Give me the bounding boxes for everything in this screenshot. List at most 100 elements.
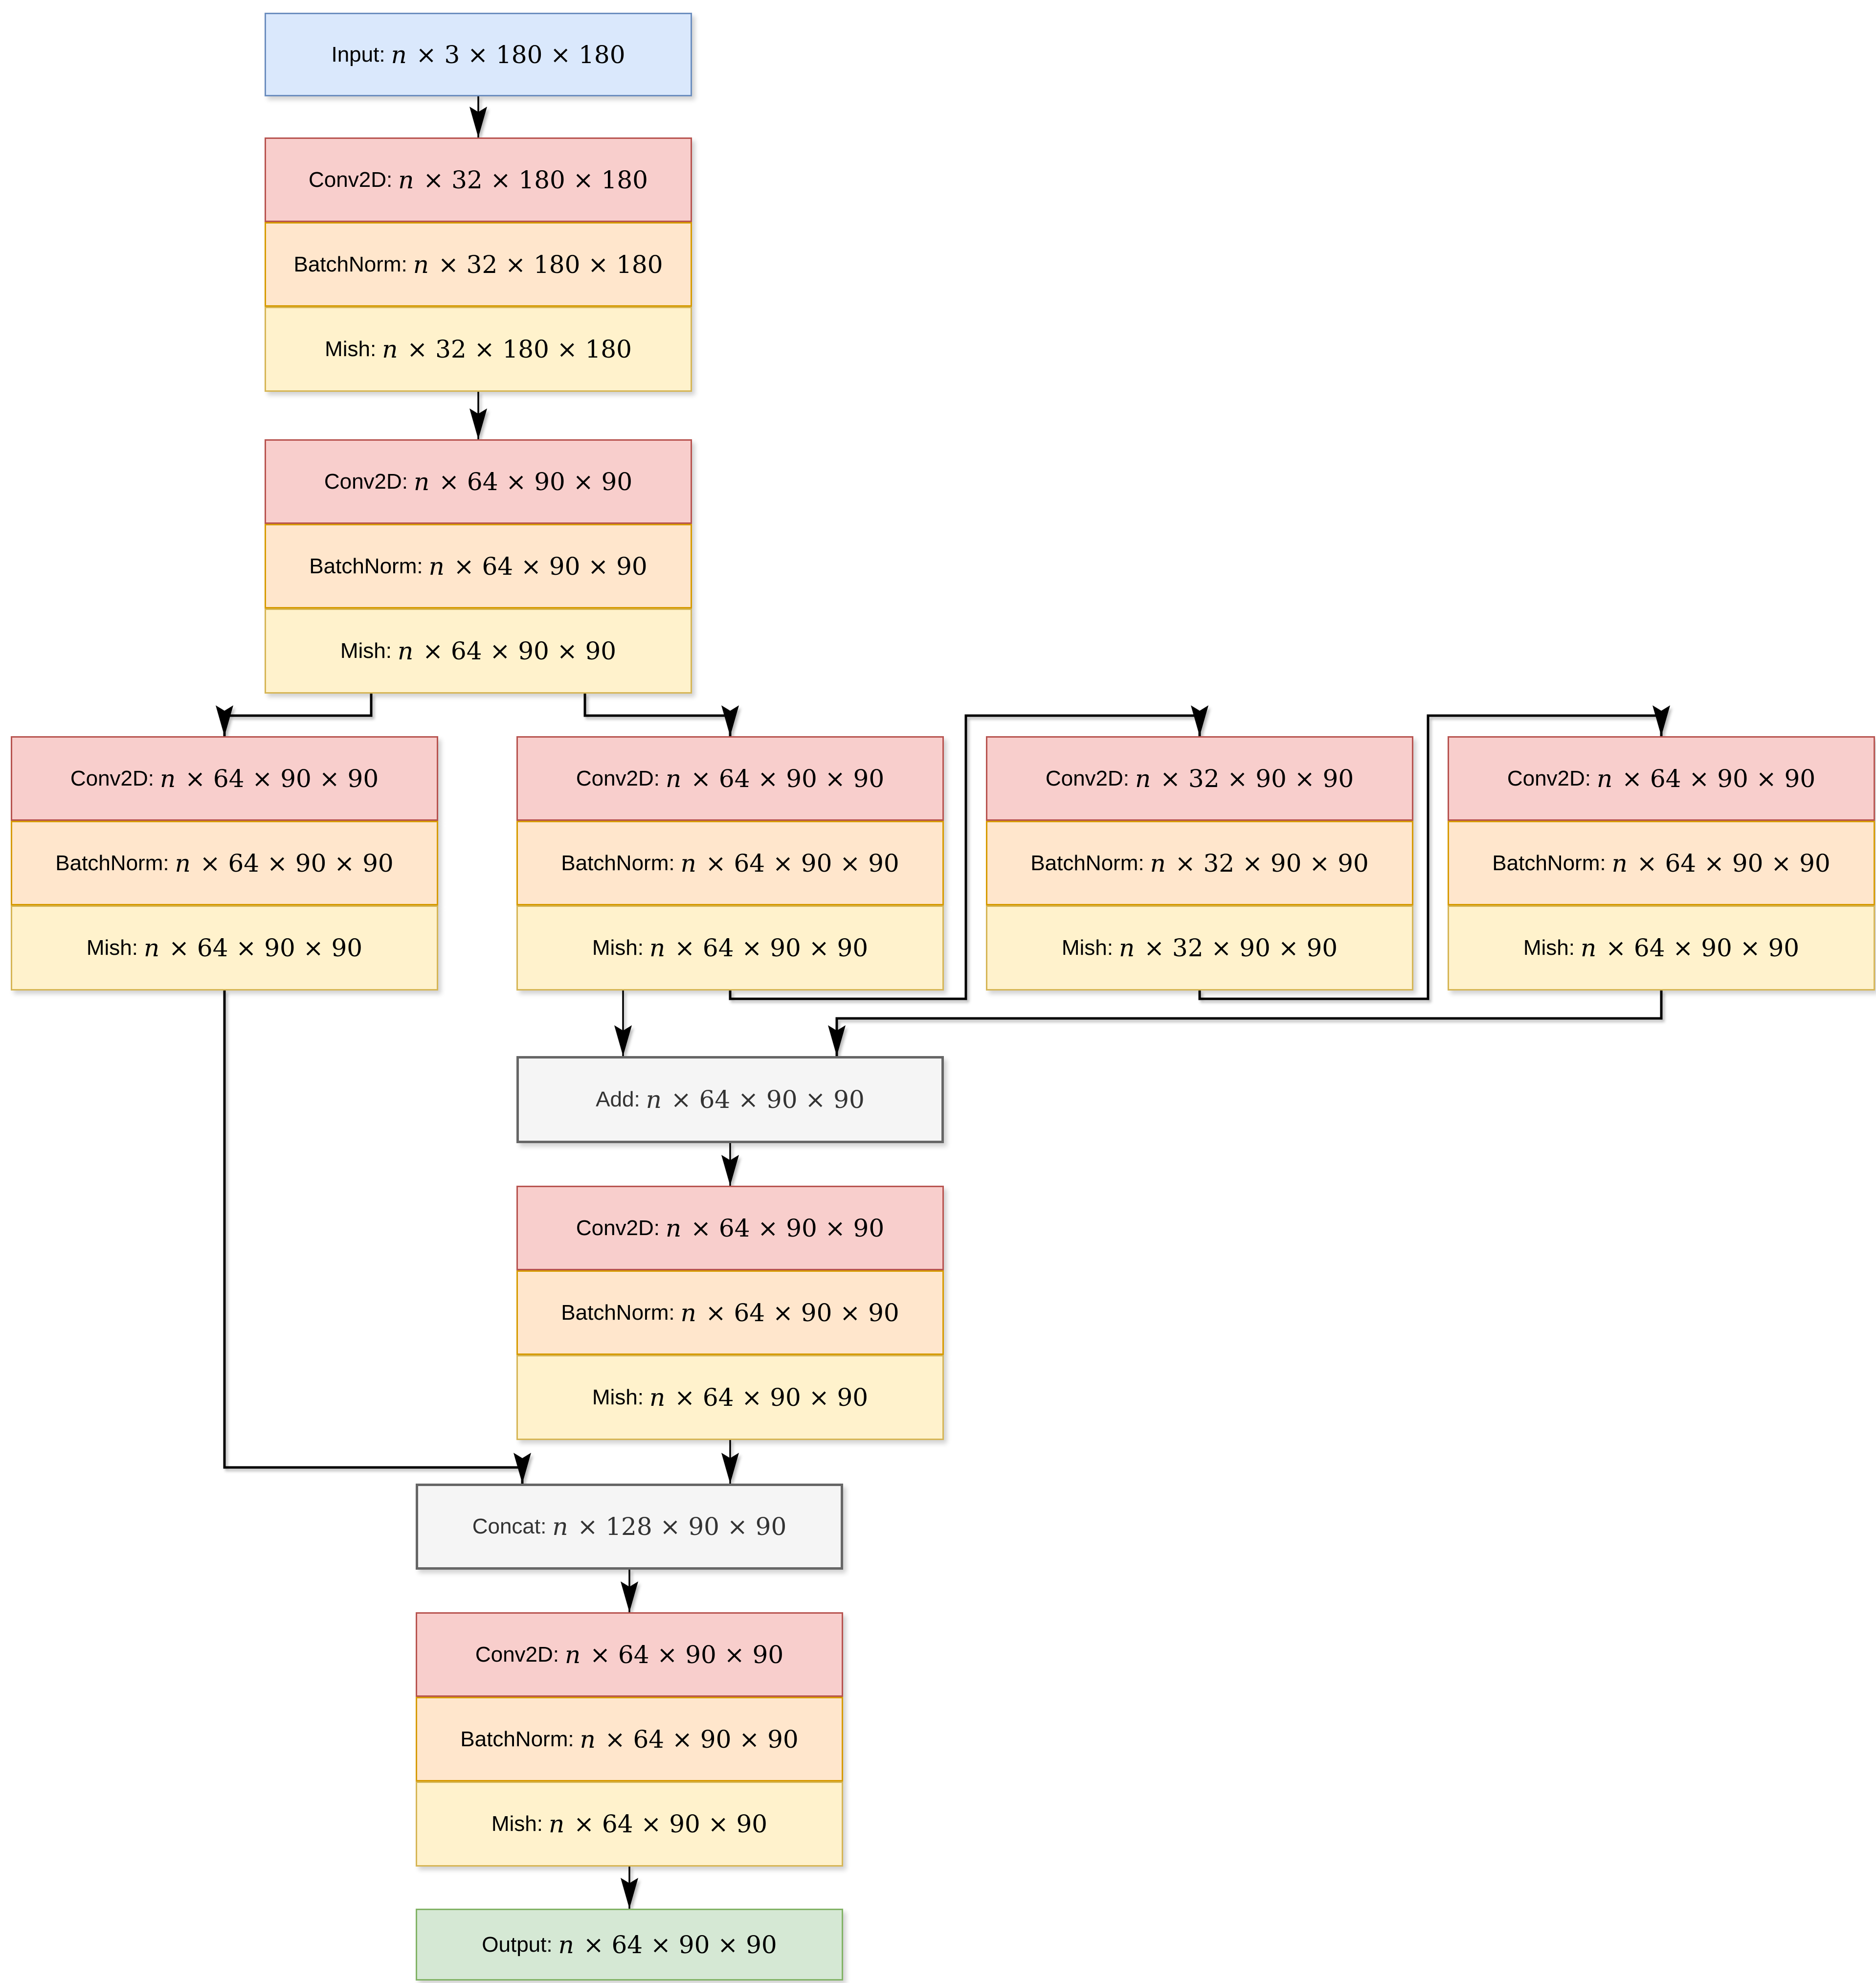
s4-conv2d-box-shape: × 64 × 90 × 90 [582, 1640, 784, 1669]
branch2-mish-box-batch-var: n [649, 934, 666, 962]
s1-conv2d-box-batch-var: n [398, 165, 414, 194]
edge-s2-branch2 [583, 694, 739, 736]
s4-conv2d-box: Conv2D:n × 64 × 90 × 90 [416, 1612, 843, 1697]
branch2-conv2d-box-batch-var: n [666, 764, 682, 793]
branch1-conv2d-box-label: Conv2D: [70, 766, 155, 790]
s4-batchnorm-box-batch-var: n [580, 1725, 596, 1754]
s3-mish-box-label: Mish: [592, 1385, 644, 1409]
s3-conv2d-box-shape: × 64 × 90 × 90 [683, 1214, 885, 1242]
s2-batchnorm-box-shape: × 64 × 90 × 90 [446, 552, 648, 581]
s1-mish-box-dims: n × 32 × 180 × 180 [382, 335, 632, 363]
branch1-conv2d-box-shape: × 64 × 90 × 90 [177, 764, 379, 793]
s3-conv2d-box-batch-var: n [666, 1214, 682, 1242]
s3-conv2d-box-dims: n × 64 × 90 × 90 [666, 1214, 884, 1242]
branch3-mish-box-label: Mish: [1061, 936, 1113, 960]
s2-mish-box: Mish:n × 64 × 90 × 90 [265, 608, 692, 694]
s1-mish-box-batch-var: n [382, 335, 398, 363]
s3-batchnorm-box-dims: n × 64 × 90 × 90 [681, 1299, 899, 1327]
input-box-label: Input: [331, 42, 385, 67]
s2-conv2d-box-label: Conv2D: [324, 469, 408, 494]
branch3-batchnorm-box-batch-var: n [1150, 849, 1166, 878]
branch1-mish-box: Mish:n × 64 × 90 × 90 [11, 905, 438, 991]
s1-batchnorm-box-dims: n × 32 × 180 × 180 [413, 250, 663, 279]
branch1-batchnorm-box-dims: n × 64 × 90 × 90 [175, 849, 394, 878]
input-box: Input:n × 3 × 180 × 180 [265, 13, 692, 96]
s1-batchnorm-box-batch-var: n [413, 250, 429, 279]
s2-batchnorm-box-batch-var: n [428, 552, 445, 581]
s1-mish-box-label: Mish: [325, 337, 377, 361]
s2-conv2d-box: Conv2D:n × 64 × 90 × 90 [265, 439, 692, 524]
branch2-batchnorm-box-label: BatchNorm: [561, 851, 675, 875]
s4-mish-box-batch-var: n [549, 1810, 565, 1838]
s4-batchnorm-box-label: BatchNorm: [460, 1727, 574, 1751]
branch3-batchnorm-box-dims: n × 32 × 90 × 90 [1150, 849, 1369, 878]
s4-batchnorm-box: BatchNorm:n × 64 × 90 × 90 [416, 1697, 843, 1781]
concat-box: Concat:n × 128 × 90 × 90 [416, 1484, 843, 1570]
branch4-conv2d-box-dims: n × 64 × 90 × 90 [1597, 765, 1815, 793]
s4-mish-box-label: Mish: [491, 1812, 543, 1836]
edge-branch1-concat [223, 991, 531, 1484]
s2-batchnorm-box: BatchNorm:n × 64 × 90 × 90 [265, 524, 692, 608]
branch4-batchnorm-box-dims: n × 64 × 90 × 90 [1612, 849, 1831, 878]
branch2-conv2d-box: Conv2D:n × 64 × 90 × 90 [516, 736, 944, 821]
s3-batchnorm-box-shape: × 64 × 90 × 90 [697, 1298, 899, 1327]
s1-conv2d-box: Conv2D:n × 32 × 180 × 180 [265, 137, 692, 222]
output-box-label: Output: [482, 1932, 553, 1957]
branch3-conv2d-box-dims: n × 32 × 90 × 90 [1135, 765, 1354, 793]
s4-conv2d-box-batch-var: n [565, 1640, 581, 1669]
add-box-shape: × 64 × 90 × 90 [663, 1085, 865, 1114]
s4-mish-box-dims: n × 64 × 90 × 90 [549, 1810, 767, 1838]
s4-batchnorm-box-dims: n × 64 × 90 × 90 [580, 1725, 799, 1754]
branch1-batchnorm-box-shape: × 64 × 90 × 90 [192, 849, 394, 878]
branch4-mish-box-label: Mish: [1523, 936, 1575, 960]
s1-mish-box: Mish:n × 32 × 180 × 180 [265, 307, 692, 392]
branch1-batchnorm-box-label: BatchNorm: [55, 851, 169, 875]
s1-batchnorm-box-label: BatchNorm: [293, 252, 407, 276]
branch4-mish-box-batch-var: n [1581, 934, 1597, 962]
branch2-batchnorm-box: BatchNorm:n × 64 × 90 × 90 [516, 821, 944, 905]
s2-conv2d-box-shape: × 64 × 90 × 90 [431, 467, 633, 496]
branch3-mish-box: Mish:n × 32 × 90 × 90 [986, 905, 1413, 991]
s1-conv2d-box-dims: n × 32 × 180 × 180 [398, 166, 648, 194]
s2-mish-box-shape: × 64 × 90 × 90 [415, 637, 617, 665]
branch4-batchnorm-box-label: BatchNorm: [1492, 851, 1606, 875]
s4-mish-box: Mish:n × 64 × 90 × 90 [416, 1781, 843, 1867]
branch4-conv2d-box: Conv2D:n × 64 × 90 × 90 [1448, 736, 1875, 821]
s2-batchnorm-box-dims: n × 64 × 90 × 90 [429, 552, 648, 581]
branch3-conv2d-box-label: Conv2D: [1045, 766, 1130, 790]
branch3-mish-box-dims: n × 32 × 90 × 90 [1119, 934, 1338, 962]
branch4-batchnorm-box-batch-var: n [1611, 849, 1628, 878]
branch4-batchnorm-box: BatchNorm:n × 64 × 90 × 90 [1448, 821, 1875, 905]
branch2-conv2d-box-shape: × 64 × 90 × 90 [683, 764, 885, 793]
output-box-shape: × 64 × 90 × 90 [575, 1930, 777, 1959]
s1-batchnorm-box: BatchNorm:n × 32 × 180 × 180 [265, 222, 692, 307]
s2-mish-box-dims: n × 64 × 90 × 90 [398, 637, 616, 665]
branch4-mish-box-shape: × 64 × 90 × 90 [1598, 934, 1800, 962]
edge-s2-branch1 [216, 694, 373, 736]
branch3-conv2d-box-shape: × 32 × 90 × 90 [1152, 764, 1354, 793]
branch1-mish-box-batch-var: n [144, 934, 160, 962]
branch1-mish-box-dims: n × 64 × 90 × 90 [144, 934, 362, 962]
s1-conv2d-box-label: Conv2D: [309, 167, 393, 192]
branch3-batchnorm-box-shape: × 32 × 90 × 90 [1167, 849, 1369, 878]
branch1-conv2d-box-batch-var: n [160, 764, 176, 793]
branch3-conv2d-box-batch-var: n [1135, 764, 1151, 793]
concat-box-label: Concat: [472, 1514, 547, 1538]
add-box: Add:n × 64 × 90 × 90 [516, 1056, 944, 1143]
s2-batchnorm-box-label: BatchNorm: [309, 554, 423, 578]
input-box-dims: n × 3 × 180 × 180 [391, 41, 625, 69]
branch3-mish-box-shape: × 32 × 90 × 90 [1136, 934, 1338, 962]
branch2-mish-box: Mish:n × 64 × 90 × 90 [516, 905, 944, 991]
branch2-mish-box-shape: × 64 × 90 × 90 [667, 934, 869, 962]
s3-conv2d-box: Conv2D:n × 64 × 90 × 90 [516, 1186, 944, 1270]
edge-branch3-branch4 [1198, 705, 1670, 1000]
branch2-batchnorm-box-dims: n × 64 × 90 × 90 [681, 849, 899, 878]
s4-mish-box-shape: × 64 × 90 × 90 [566, 1810, 768, 1838]
branch4-conv2d-box-batch-var: n [1597, 764, 1613, 793]
branch1-batchnorm-box-batch-var: n [175, 849, 191, 878]
add-box-batch-var: n [646, 1085, 662, 1114]
s4-conv2d-box-dims: n × 64 × 90 × 90 [565, 1641, 783, 1669]
branch2-mish-box-dims: n × 64 × 90 × 90 [649, 934, 868, 962]
s3-mish-box-batch-var: n [649, 1383, 666, 1412]
